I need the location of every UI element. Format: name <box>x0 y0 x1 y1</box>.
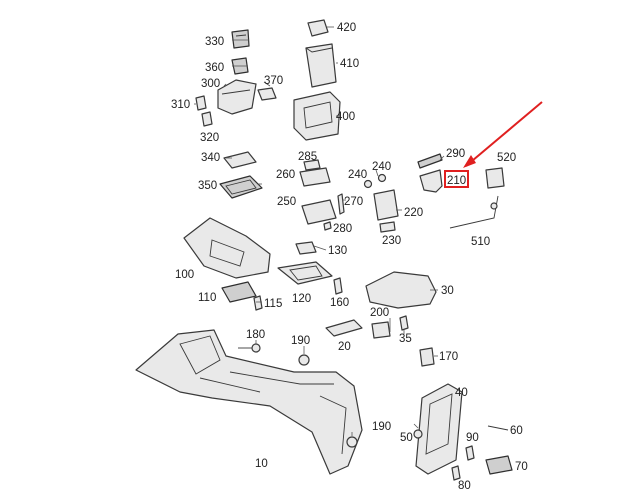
label-220: 220 <box>404 207 423 219</box>
label-290: 290 <box>446 148 465 160</box>
part-280 <box>323 221 332 231</box>
part-310 <box>195 95 207 111</box>
part-35 <box>399 315 409 331</box>
part-115 <box>253 295 263 311</box>
label-90: 90 <box>466 432 479 444</box>
label-410: 410 <box>340 58 359 70</box>
part-110 <box>221 281 257 303</box>
label-10: 10 <box>255 458 268 470</box>
label-60: 60 <box>510 425 523 437</box>
part-50 <box>413 429 423 439</box>
highlight-box-210 <box>444 170 469 188</box>
label-120: 120 <box>292 293 311 305</box>
part-90 <box>465 445 475 461</box>
part-170 <box>419 347 435 367</box>
label-285: 285 <box>298 151 317 163</box>
part-250 <box>301 199 337 225</box>
part-70 <box>485 455 513 475</box>
label-260: 260 <box>276 169 295 181</box>
label-520: 520 <box>497 152 516 164</box>
part-20 <box>325 319 363 337</box>
label-190a: 190 <box>291 335 310 347</box>
part-80 <box>451 465 461 481</box>
part-320 <box>201 111 213 127</box>
part-410 <box>305 43 337 88</box>
label-180: 180 <box>246 329 265 341</box>
label-340: 340 <box>201 152 220 164</box>
label-420: 420 <box>337 22 356 34</box>
label-370: 370 <box>264 75 283 87</box>
label-130: 130 <box>328 245 347 257</box>
part-330 <box>231 29 250 49</box>
part-160 <box>333 277 343 295</box>
part-30 <box>365 271 437 309</box>
label-360: 360 <box>205 62 224 74</box>
label-50: 50 <box>400 432 413 444</box>
label-400: 400 <box>336 111 355 123</box>
label-230: 230 <box>382 235 401 247</box>
label-350: 350 <box>198 180 217 192</box>
part-300 <box>217 79 257 115</box>
part-130 <box>295 241 317 255</box>
part-190-top <box>298 354 310 366</box>
label-310: 310 <box>171 99 190 111</box>
part-370 <box>257 87 277 101</box>
part-100 <box>183 217 271 279</box>
part-40 <box>415 383 463 475</box>
part-230 <box>379 221 396 233</box>
label-115: 115 <box>264 298 282 310</box>
label-300: 300 <box>201 78 220 90</box>
part-labels: 420 330 410 360 300 370 310 320 400 340 … <box>171 22 528 492</box>
label-210: 210 <box>447 175 466 187</box>
label-110: 110 <box>198 292 216 304</box>
part-120 <box>277 261 333 285</box>
part-340 <box>223 151 257 169</box>
label-20: 20 <box>338 341 351 353</box>
label-320: 320 <box>200 132 219 144</box>
label-30: 30 <box>441 285 454 297</box>
highlight-arrow <box>463 101 543 168</box>
label-240a: 240 <box>348 169 367 181</box>
label-170: 170 <box>439 351 458 363</box>
part-220 <box>373 189 399 221</box>
label-200: 200 <box>370 307 389 319</box>
part-60 <box>487 425 509 431</box>
label-240b: 240 <box>372 161 391 173</box>
label-100: 100 <box>175 269 194 281</box>
part-520 <box>485 167 505 189</box>
part-10-console <box>135 329 363 475</box>
label-510: 510 <box>471 236 490 248</box>
label-190b: 190 <box>372 421 391 433</box>
part-350 <box>219 175 263 199</box>
label-270: 270 <box>344 196 363 208</box>
leader-lines <box>194 26 445 436</box>
part-400 <box>293 91 341 141</box>
label-330: 330 <box>205 36 224 48</box>
part-420 <box>307 19 329 37</box>
label-280: 280 <box>333 223 352 235</box>
part-290 <box>417 153 443 169</box>
part-180 <box>238 343 261 353</box>
part-190-bottom <box>346 436 358 448</box>
part-210 <box>419 169 443 193</box>
part-240-right <box>377 173 387 183</box>
label-250: 250 <box>277 196 296 208</box>
part-510 <box>449 195 499 229</box>
part-260 <box>299 167 331 187</box>
label-70: 70 <box>515 461 528 473</box>
part-285 <box>303 159 321 171</box>
label-160: 160 <box>330 297 349 309</box>
label-80: 80 <box>458 480 471 492</box>
part-200 <box>371 321 391 339</box>
part-240-left <box>363 179 373 189</box>
label-40: 40 <box>455 387 468 399</box>
label-35: 35 <box>399 333 412 345</box>
part-270 <box>337 193 345 215</box>
